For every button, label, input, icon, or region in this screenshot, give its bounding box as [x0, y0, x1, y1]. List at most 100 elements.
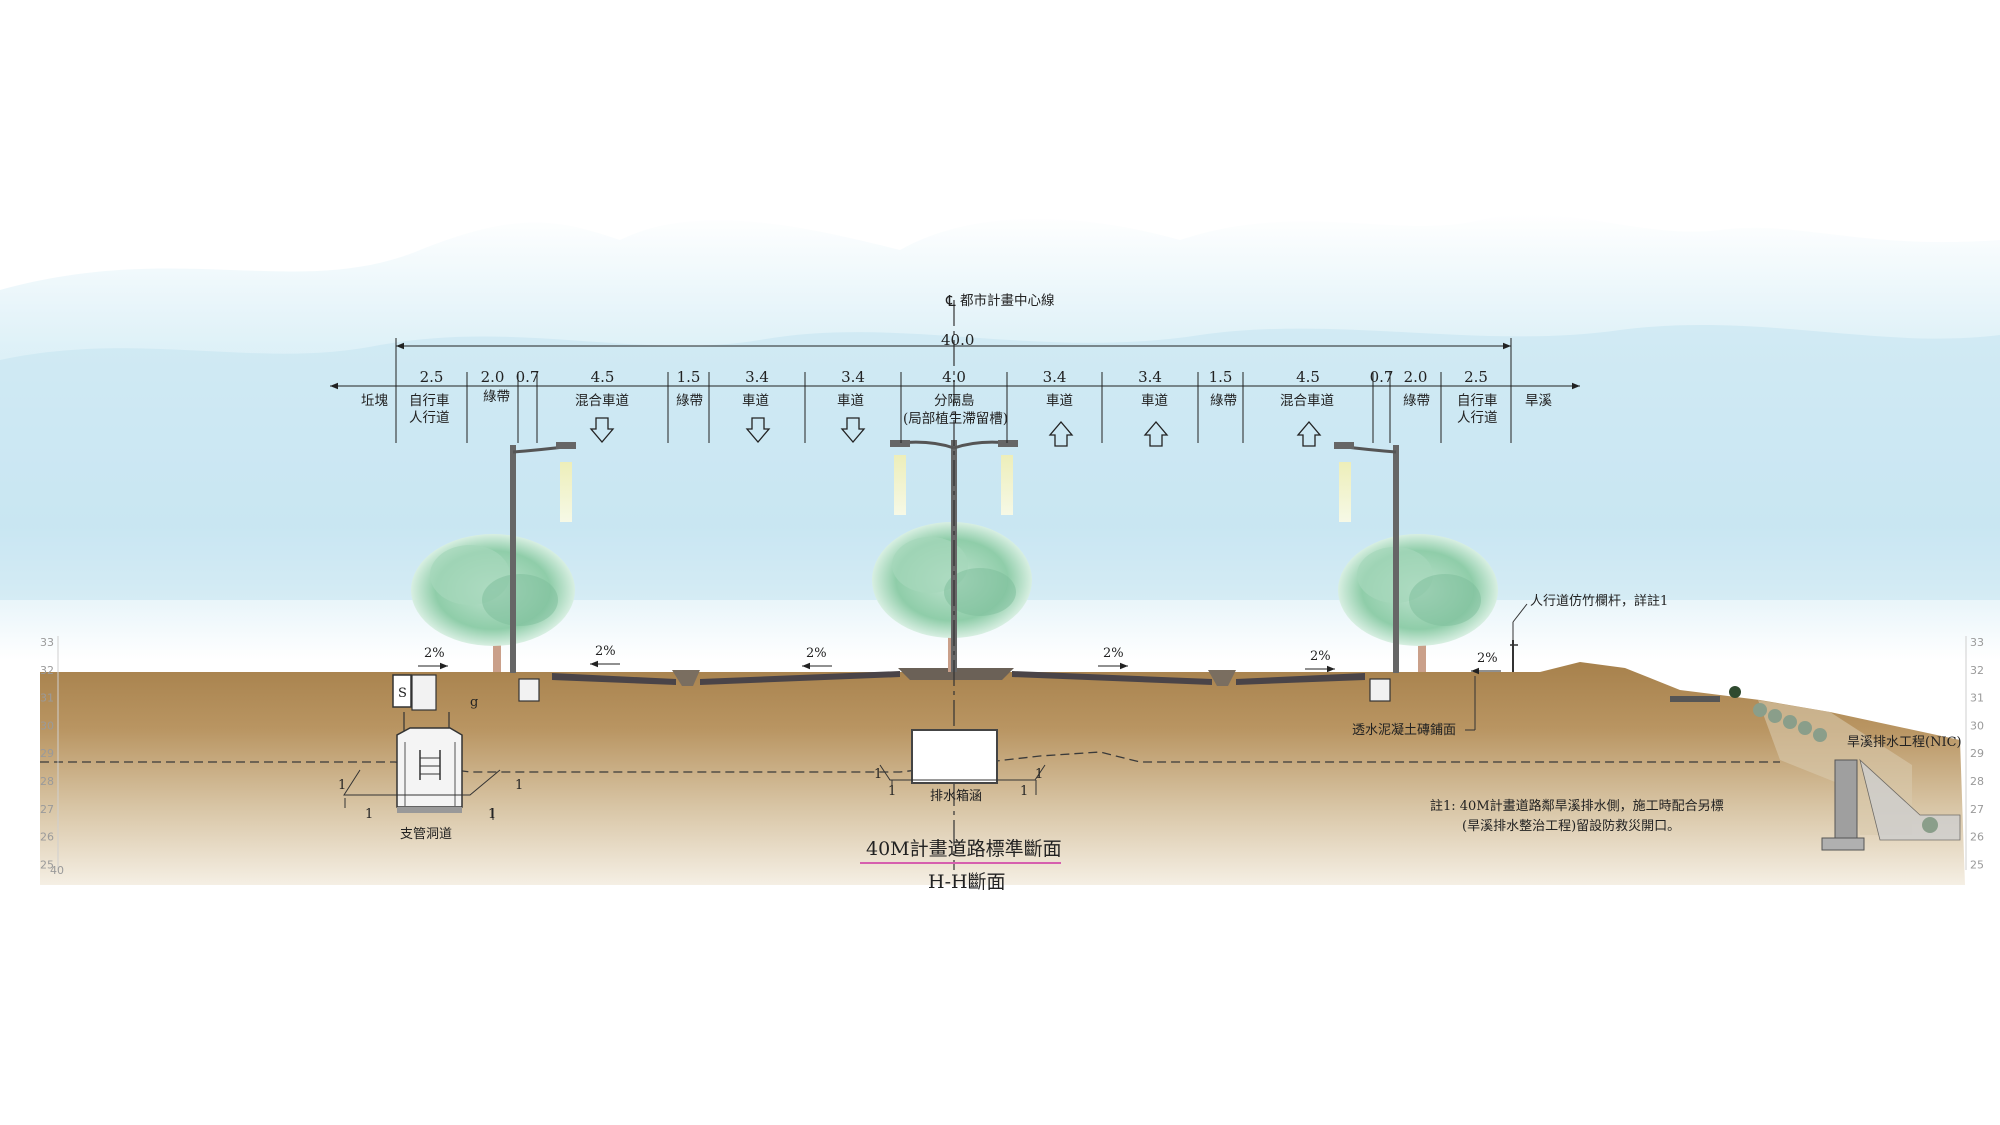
elevation-tick-label: 25 — [40, 858, 54, 871]
dim-value: 3.4 — [1043, 368, 1067, 386]
zone-green-left-2: 綠帶 — [676, 393, 703, 409]
drawing-subtitle: H-H斷面 — [928, 871, 1006, 893]
dim-value: 0.7 — [1370, 368, 1394, 386]
zone-green-right: 綠帶 — [1403, 393, 1430, 409]
streetlight-left — [510, 442, 576, 673]
creek-retaining-wall — [1670, 686, 1961, 851]
zone-left-edge: 坵塊 — [361, 393, 388, 409]
elevation-tick-label: 31 — [40, 692, 54, 705]
elevation-tick-label: 29 — [1970, 747, 1984, 760]
zone-green-left: 綠帶 — [483, 389, 510, 405]
elevation-tick-label: 25 — [1970, 858, 1984, 871]
dim-value: 1.5 — [677, 368, 701, 386]
ratio-2: 1 — [365, 807, 373, 822]
elevation-axis-right: 33 32 31 30 29 28 27 26 25 — [1965, 636, 1984, 871]
corner-label: 40 — [50, 864, 64, 877]
ratio-8: 1 — [1020, 784, 1028, 799]
zone-mixed-left: 混合車道 — [575, 393, 629, 409]
gutter-right — [1369, 678, 1391, 702]
title-block: 40M計畫道路標準斷面 H-H斷面 — [860, 838, 1062, 893]
elevation-tick-label: 27 — [40, 803, 54, 816]
slope-4: 2% — [1103, 646, 1124, 661]
zone-bike-right-1: 自行車 — [1457, 393, 1498, 409]
box-culvert — [879, 729, 1046, 795]
tree-left — [411, 534, 575, 672]
dim-value: 1.5 — [1209, 368, 1233, 386]
dim-value: 2.0 — [481, 368, 505, 386]
ratio-7: 1 — [1035, 767, 1043, 782]
ratio-3: 1 — [515, 778, 523, 793]
elevation-tick-label: 33 — [40, 636, 54, 649]
dim-value: 4.5 — [591, 368, 615, 386]
dim-value: 0.7 — [516, 368, 540, 386]
culvert-label: 排水箱涵 — [930, 788, 982, 804]
zone-lane-1: 車道 — [742, 393, 769, 409]
elevation-tick-label: 26 — [1970, 831, 1984, 844]
zone-median-1: 分隔島 — [934, 393, 975, 409]
manhole-label: 支管洞道 — [400, 827, 452, 842]
zone-labels: 坵塊 自行車 人行道 綠帶 混合車道 綠帶 車道 車道 分隔島 (局部植生滯留槽… — [361, 389, 1553, 427]
dimension-lines: ℄ 都市計畫中心線 40.0 2.5 2.0 0.7 4.5 1.5 3.4 3.4 4.0 3… — [330, 292, 1580, 443]
elevation-tick-label: 28 — [40, 775, 54, 788]
elevation-tick-label: 31 — [1970, 692, 1984, 705]
dim-value: 3.4 — [745, 368, 769, 386]
dim-value: 4.0 — [942, 368, 966, 386]
paving-label: 透水泥凝土磚鋪面 — [1352, 722, 1456, 738]
dim-value: 3.4 — [1138, 368, 1162, 386]
zone-green-right-2: 綠帶 — [1210, 393, 1237, 409]
dim-value: 3.4 — [841, 368, 865, 386]
railing — [1510, 622, 1518, 672]
slope-6: 2% — [1477, 651, 1498, 666]
slope-2: 2% — [595, 644, 616, 659]
gutter-left — [518, 678, 540, 702]
elevation-tick-label: 30 — [1970, 719, 1984, 732]
ratio-6: 1 — [888, 784, 896, 799]
elevation-tick-label: 28 — [1970, 775, 1984, 788]
slope-3: 2% — [806, 646, 827, 661]
elevation-tick-label: 30 — [40, 719, 54, 732]
ratio-4: 1 — [488, 807, 496, 822]
annotations: S g 1 1 1 1 1 1 1 1 支管洞道 排水箱涵 人行道仿竹欄杆，詳註… — [338, 593, 1962, 842]
zone-bike-left-2: 人行道 — [409, 410, 450, 426]
slope-1: 2% — [424, 646, 445, 661]
drawing-title: 40M計畫道路標準斷面 — [866, 838, 1062, 860]
slope-labels: 2% 2% 2% 2% 2% 2% — [418, 644, 1501, 675]
dim-value: 2.5 — [1464, 368, 1488, 386]
streetlight-right — [1334, 442, 1399, 673]
dim-value: 4.5 — [1296, 368, 1320, 386]
elevation-tick-label: 32 — [40, 664, 54, 677]
elevation-tick-label: 32 — [1970, 664, 1984, 677]
ratio-5: 1 — [874, 767, 882, 782]
tree-right — [1338, 534, 1498, 672]
railing-label: 人行道仿竹欄杆，詳註1 — [1530, 593, 1668, 609]
zone-median-2: (局部植生滯留槽) — [903, 411, 1008, 427]
elevation-tick-label: 26 — [40, 831, 54, 844]
dim-value: 2.5 — [420, 368, 444, 386]
elevation-tick-label: 29 — [40, 747, 54, 760]
zone-lane-3: 車道 — [1046, 393, 1073, 409]
zone-lane-4: 車道 — [1141, 393, 1168, 409]
zone-right-edge: 旱溪 — [1525, 393, 1553, 409]
elevation-axis-left: 33 32 31 30 29 28 27 26 25 — [40, 636, 59, 871]
total-width: 40.0 — [941, 331, 974, 349]
note-line-2: (旱溪排水整治工程)留設防救災開口。 — [1462, 818, 1680, 834]
zone-lane-2: 車道 — [837, 393, 864, 409]
dim-value: 2.0 — [1404, 368, 1428, 386]
centerline-symbol: ℄ — [945, 292, 956, 310]
zone-bike-right-2: 人行道 — [1457, 410, 1498, 426]
slope-5: 2% — [1310, 649, 1331, 664]
zone-mixed-right: 混合車道 — [1280, 393, 1334, 409]
centerline-label: 都市計畫中心線 — [960, 292, 1055, 309]
ratio-1: 1 — [338, 778, 346, 793]
elevation-tick-label: 27 — [1970, 803, 1984, 816]
s-label: S — [398, 686, 407, 701]
utility-manhole — [343, 674, 501, 820]
road-pavement — [552, 668, 1365, 686]
g-label: g — [470, 695, 478, 710]
note-line-1: 註1: 40M計畫道路鄰旱溪排水側，施工時配合另標 — [1430, 798, 1724, 814]
zone-bike-left-1: 自行車 — [409, 393, 450, 409]
soil-ground — [40, 662, 1965, 885]
creek-work-label: 旱溪排水工程(NIC) — [1847, 735, 1962, 750]
elevation-tick-label: 33 — [1970, 636, 1984, 649]
